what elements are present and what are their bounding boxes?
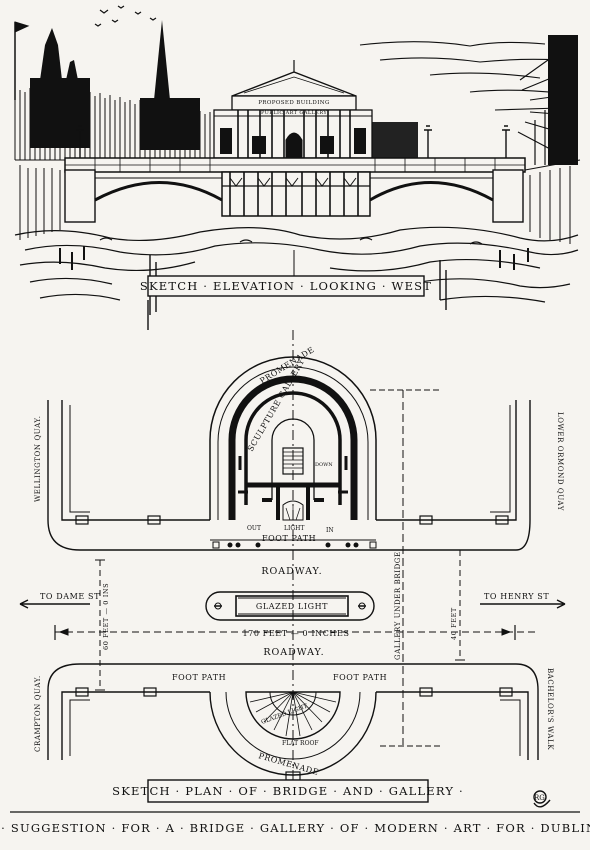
right-dimension-label: 40 FEET bbox=[450, 607, 458, 640]
plan-labels: PROMENADE SCULPTURE GALLERY DOWN OUT LIG… bbox=[34, 345, 564, 777]
lower-ormond-quay-label: LOWER ORMOND QUAY bbox=[556, 412, 564, 511]
foot-path-top-label: FOOT PATH bbox=[262, 534, 316, 543]
roadway-bottom-label: ROADWAY. bbox=[263, 647, 324, 658]
sculpture-gallery-wall bbox=[228, 375, 358, 520]
lamp-posts bbox=[76, 125, 510, 158]
promenade-apse-outer bbox=[209, 356, 377, 520]
down-label: DOWN bbox=[315, 462, 333, 468]
right-skyline bbox=[372, 35, 578, 165]
glazed-light-label: GLAZED LIGHT bbox=[256, 602, 328, 611]
plan-caption-box bbox=[147, 779, 429, 803]
pier-bollards bbox=[227, 542, 359, 548]
left-trees bbox=[14, 86, 211, 160]
flat-roof-label: FLAT ROOF bbox=[282, 740, 319, 747]
roadway-top-label: ROADWAY. bbox=[261, 566, 322, 577]
in-label: IN bbox=[326, 527, 334, 534]
sky-hatching bbox=[359, 41, 571, 151]
monogram: RG bbox=[534, 794, 545, 802]
to-dame-st-label: TO DAME ST bbox=[40, 592, 100, 601]
width-dimension-label: 170 FEET — 0 INCHES bbox=[242, 629, 349, 638]
arrow-to-dame-st bbox=[19, 599, 90, 609]
foot-path-right-label: FOOT PATH bbox=[333, 673, 387, 682]
light-label: LIGHT bbox=[284, 525, 304, 532]
river-banks bbox=[15, 159, 581, 244]
bridge-deck bbox=[64, 157, 526, 223]
elevation-caption-box bbox=[147, 275, 425, 297]
facade-inscription-2: PUBLIC ART GALLERY bbox=[261, 110, 327, 116]
south-quay bbox=[47, 663, 539, 760]
gallery-building: PROPOSED BUILDING PUBLIC ART GALLERY bbox=[213, 60, 373, 159]
foot-path-left-label: FOOT PATH bbox=[172, 673, 226, 682]
elevation-sketch: PROPOSED BUILDING PUBLIC ART GALLERY bbox=[14, 5, 581, 330]
birds bbox=[94, 5, 157, 27]
south-promenade bbox=[209, 691, 377, 776]
bachelors-walk-label: BACHELOR'S WALK bbox=[546, 668, 554, 750]
wellington-quay-label: WELLINGTON QUAY. bbox=[34, 415, 42, 502]
promenade-bottom-label: PROMENADE bbox=[257, 751, 319, 777]
river-water bbox=[14, 226, 579, 330]
facade-inscription-1: PROPOSED BUILDING bbox=[258, 100, 330, 106]
elevation-caption: SKETCH · ELEVATION · LOOKING · WEST bbox=[140, 279, 432, 293]
arrow-to-henry-st bbox=[480, 599, 566, 609]
plan-caption: SKETCH · PLAN · OF · BRIDGE · AND · GALL… bbox=[112, 784, 464, 798]
out-label: OUT bbox=[247, 525, 261, 532]
flat-roof-fan bbox=[245, 691, 341, 740]
gallery-under-bridge-label: GALLERY UNDER BRIDGE bbox=[394, 551, 402, 660]
flag bbox=[14, 21, 30, 33]
plan-sketch bbox=[19, 330, 566, 808]
to-henry-st-label: TO HENRY ST bbox=[484, 592, 549, 601]
left-dimension-label: 60 FEET — 0 INS bbox=[102, 583, 110, 650]
monogram-mark bbox=[533, 790, 551, 808]
crampton-quay-label: CRAMPTON QUAY. bbox=[34, 675, 42, 752]
north-quay-left bbox=[47, 400, 531, 551]
sheet-title: : A · SUGGESTION · FOR · A · BRIDGE · GA… bbox=[0, 821, 590, 835]
glazed-light-capsule bbox=[205, 591, 375, 621]
